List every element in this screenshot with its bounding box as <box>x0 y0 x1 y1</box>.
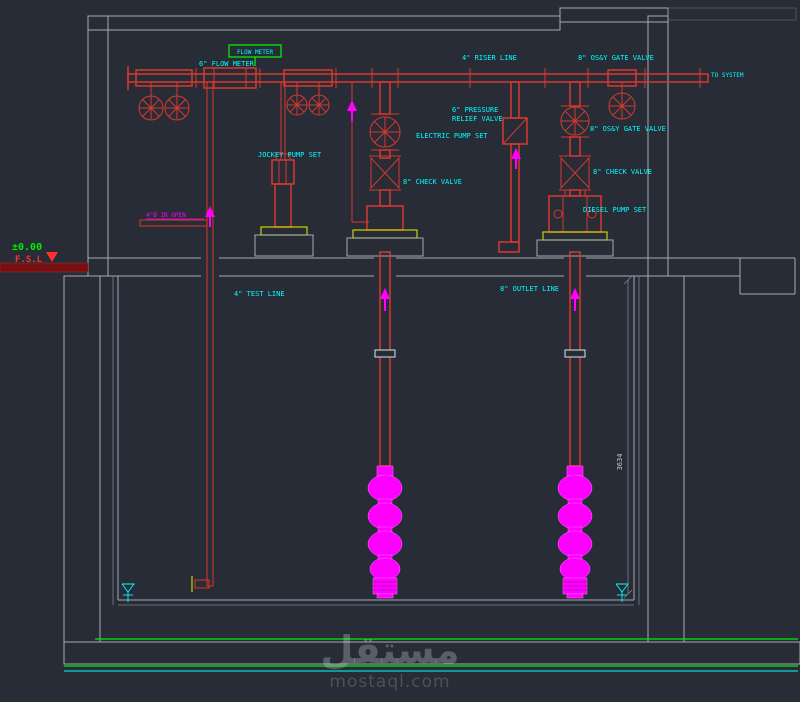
flow-arrow-icon <box>570 288 580 311</box>
jockey-foundation <box>254 234 314 257</box>
electric-pump-label: ELECTRIC PUMP SET <box>416 132 488 140</box>
pressure-relief-label-2: RELIEF VALVE <box>452 115 503 123</box>
diesel-pump-label: DIESEL PUMP SET <box>583 206 647 214</box>
fsl-arrow-icon <box>46 252 58 262</box>
flow-meter-label: 6" FLOW METER <box>199 60 255 68</box>
osy-gate-top-label: 8" OS&Y GATE VALVE <box>578 54 654 62</box>
diesel-pump-set <box>536 81 614 599</box>
tank-bottom-slab <box>63 641 800 665</box>
handwheel-icon <box>308 94 330 116</box>
left-wall <box>87 15 109 277</box>
jockey-pump-label: JOCKEY PUMP SET <box>258 151 322 159</box>
water-level-icon <box>615 583 629 602</box>
ground-slab <box>87 257 741 277</box>
electric-discharge-head <box>366 205 404 231</box>
flow-arrow-icon <box>347 100 357 121</box>
column-coupling <box>374 349 396 358</box>
flow-direction-arrows <box>205 100 580 311</box>
diesel-foundation <box>536 239 614 257</box>
mid-gate-valves <box>283 69 333 116</box>
dimension-text: 3634 <box>616 454 624 471</box>
water-level-icon <box>121 583 135 602</box>
fsl-bar <box>0 262 89 273</box>
roof-slab <box>87 15 561 31</box>
electric-pump-set <box>346 81 424 599</box>
flow-meter: FLOW METER <box>203 44 282 89</box>
building-structure <box>63 7 800 672</box>
check-valve-electric-label: 8" CHECK VALVE <box>403 178 462 186</box>
slab-sleeves <box>201 256 586 278</box>
fsl-marker: ±0.00 F.S.L <box>0 242 89 273</box>
level-zero-label: ±0.00 <box>12 242 42 253</box>
test-line <box>139 81 214 592</box>
main-header-pipe <box>127 66 709 90</box>
diesel-engine <box>548 189 602 233</box>
jockey-motor <box>271 159 295 185</box>
flow-arrow-icon <box>511 148 521 169</box>
check-valve-diesel-label: 8" CHECK VALVE <box>593 168 652 176</box>
electric-column-pipe <box>379 251 391 467</box>
osy-valve-handwheel-icon <box>560 106 590 136</box>
electric-foundation <box>346 237 424 257</box>
handwheel-icon <box>286 94 308 116</box>
handwheel-icon <box>608 92 636 120</box>
diesel-column-pipe <box>569 251 581 467</box>
diesel-bowl-assembly <box>557 465 593 599</box>
riser-line-label: 4" RISER LINE <box>462 54 517 62</box>
electric-bowl-assembly <box>367 465 403 599</box>
test-line-label: 4" TEST LINE <box>234 290 285 298</box>
jockey-pump-body <box>274 183 292 228</box>
handwheel-icon <box>138 95 164 121</box>
handwheel-icon <box>164 95 190 121</box>
annotation-labels: 6" FLOW METER 4" RISER LINE 8" OS&Y GATE… <box>146 54 744 298</box>
adjacent-slab <box>667 7 797 21</box>
flow-arrow-icon <box>205 206 215 227</box>
check-valve-icon <box>559 155 591 191</box>
osy-valve-handwheel-icon <box>369 116 401 148</box>
osy-gate-right-label: 8" OS&Y GATE VALVE <box>590 125 666 133</box>
flow-meter-tag: FLOW METER <box>237 49 274 56</box>
tank-left-wall <box>63 275 101 643</box>
diesel-base <box>542 231 608 241</box>
flow-arrow-icon <box>380 288 390 311</box>
pressure-relief-line <box>498 81 528 253</box>
tank-right-wall <box>647 275 685 643</box>
column-coupling <box>564 349 586 358</box>
left-gate-valves <box>135 69 193 121</box>
water-level-symbols <box>121 583 629 602</box>
outlet-line-label: 8" OUTLET LINE <box>500 285 559 293</box>
jockey-pump-set <box>254 81 314 257</box>
right-header-gate-valve <box>607 69 637 120</box>
sensing-line <box>351 82 369 223</box>
electric-base <box>352 229 418 239</box>
check-valve-icon <box>369 155 401 191</box>
fsl-label: F.S.L <box>15 255 43 265</box>
roof-slab-raised <box>559 7 669 23</box>
dimension-3634: 3634 <box>616 275 633 599</box>
to-system-label: TO SYSTEM <box>711 72 744 79</box>
open-note-label: 4"Ø IN OPEN <box>146 212 186 219</box>
jockey-base <box>260 226 308 236</box>
pressure-relief-label-1: 6" PRESSURE <box>452 106 498 114</box>
